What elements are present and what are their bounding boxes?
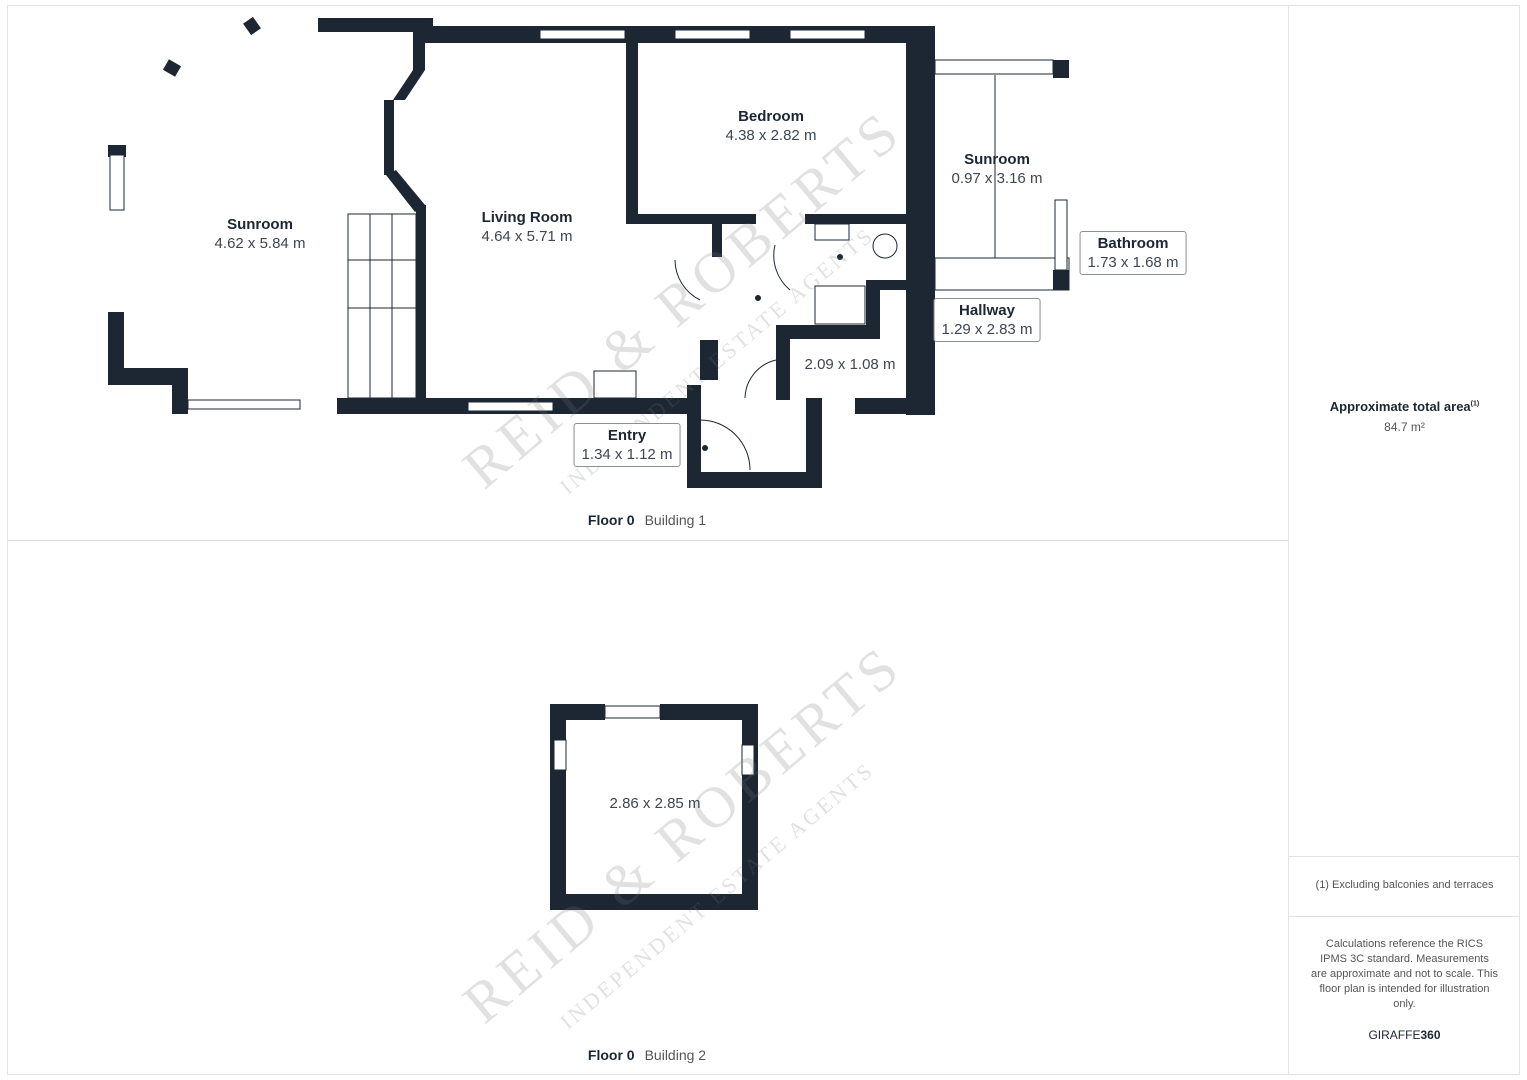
room-building-2: 2.86 x 2.85 m	[610, 793, 701, 812]
footnote: (1) Excluding balconies and terraces	[1315, 879, 1494, 891]
room-hallway: Hallway 1.29 x 2.83 m	[933, 298, 1041, 342]
brand-prefix: GIRAFFE	[1368, 1028, 1421, 1042]
room-dims: 2.09 x 1.08 m	[804, 356, 896, 373]
floor-name: Floor 0	[587, 512, 635, 528]
total-area: Approximate total area(1) 84.7 m²	[1289, 399, 1520, 434]
room-name: Sunroom	[227, 216, 293, 233]
building-name: Building 2	[644, 1047, 707, 1063]
room-dims: 1.29 x 2.83 m	[941, 321, 1033, 338]
room-dims: 4.38 x 2.82 m	[725, 127, 817, 144]
room-living-room: Living Room 4.64 x 5.71 m	[482, 209, 573, 245]
building-name: Building 1	[644, 512, 707, 528]
divider	[1289, 916, 1520, 917]
room-sunroom-left: Sunroom 4.62 x 5.84 m	[215, 216, 306, 252]
room-dims: 1.34 x 1.12 m	[581, 446, 673, 463]
room-dims: 1.73 x 1.68 m	[1087, 254, 1179, 271]
room-bedroom: Bedroom 4.38 x 2.82 m	[726, 108, 817, 144]
divider	[7, 540, 1288, 541]
room-name: Sunroom	[964, 151, 1030, 168]
room-dims: 2.86 x 2.85 m	[609, 795, 701, 812]
room-bathroom: Bathroom 1.73 x 1.68 m	[1079, 231, 1187, 275]
room-unnamed: 2.09 x 1.08 m	[805, 354, 896, 373]
floor-label-building-1: Floor 0 Building 1	[588, 512, 706, 528]
room-sunroom-right: Sunroom 0.97 x 3.16 m	[952, 151, 1043, 187]
floor-label-building-2: Floor 0 Building 2	[588, 1047, 706, 1063]
room-name: Hallway	[959, 302, 1015, 319]
divider	[1288, 5, 1289, 1075]
room-name: Living Room	[481, 209, 573, 226]
brand-logo: GIRAFFE360	[1289, 1028, 1520, 1042]
disclaimer: Calculations reference the RICS IPMS 3C …	[1311, 938, 1498, 1010]
divider	[1289, 856, 1520, 857]
floor-name: Floor 0	[587, 1047, 635, 1063]
area-value: 84.7 m²	[1384, 420, 1425, 434]
footnote-mark: (1)	[1470, 400, 1480, 408]
area-title: Approximate total area	[1329, 399, 1471, 414]
brand-suffix: 360	[1420, 1028, 1441, 1042]
room-dims: 4.62 x 5.84 m	[214, 235, 306, 252]
room-dims: 4.64 x 5.71 m	[481, 228, 573, 245]
room-name: Bedroom	[738, 108, 804, 125]
room-name: Entry	[607, 427, 647, 444]
room-entry: Entry 1.34 x 1.12 m	[573, 423, 681, 467]
room-name: Bathroom	[1097, 235, 1169, 252]
room-dims: 0.97 x 3.16 m	[951, 170, 1043, 187]
